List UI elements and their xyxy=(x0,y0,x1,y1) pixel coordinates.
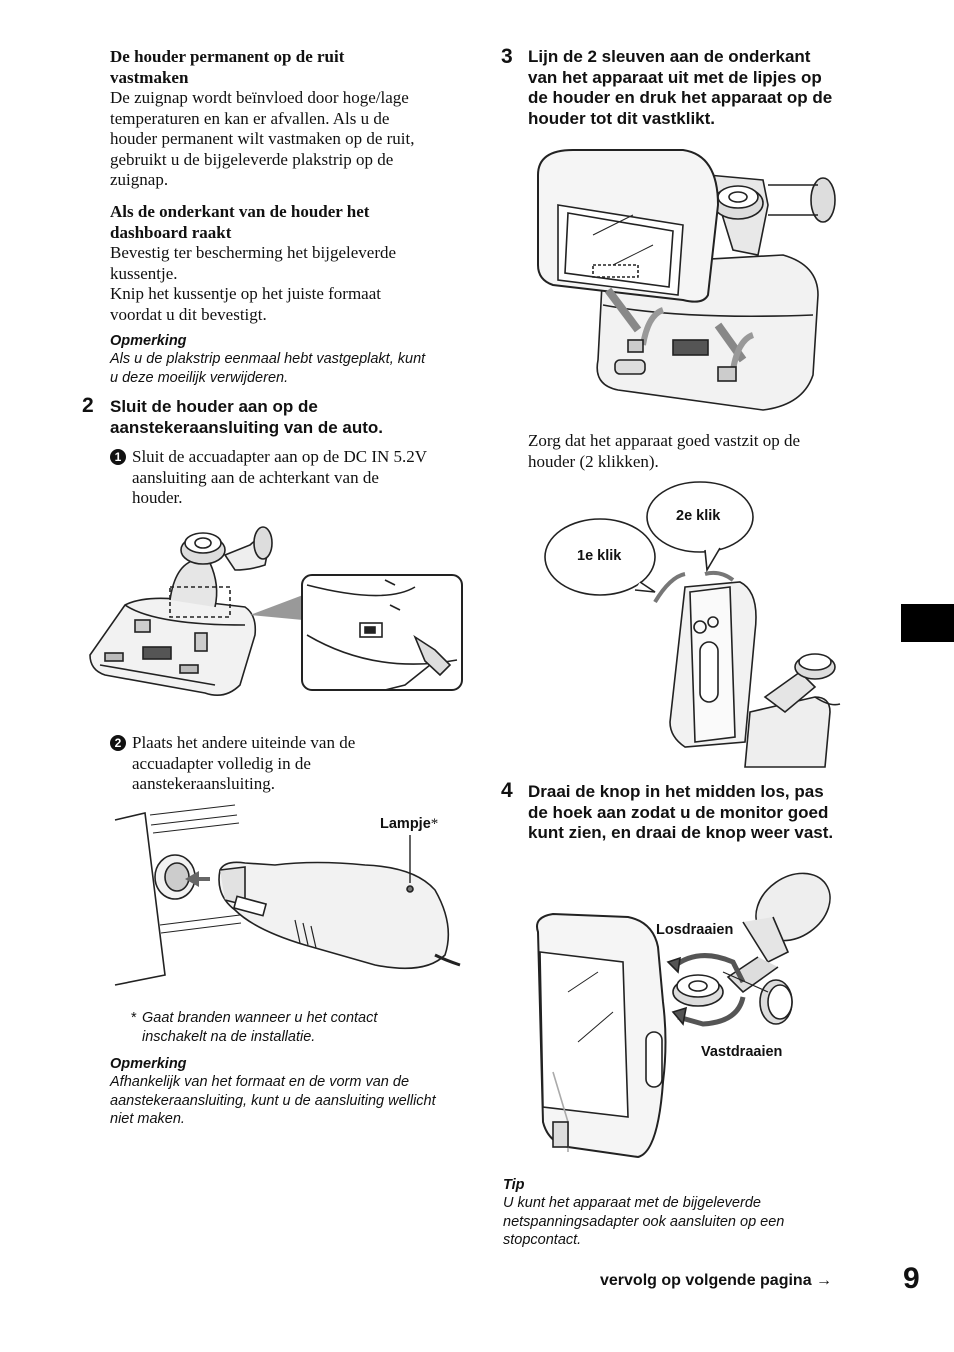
step-title-2: Sluit de houder aan op de aanstekeraansl… xyxy=(110,397,384,437)
substep-2-text: Plaats het andere uiteinde van de accuad… xyxy=(132,733,356,793)
substep-marker-1: 1 xyxy=(110,449,126,465)
step-number-4: 4 xyxy=(501,779,513,802)
lamp-label-text: Lampje xyxy=(380,816,431,832)
note2-heading: Opmerking xyxy=(110,1056,187,1072)
step-number-3: 3 xyxy=(501,45,513,68)
tip-heading: Tip xyxy=(503,1177,525,1193)
loosen-label: Losdraaien xyxy=(656,922,734,938)
note-text: Als u de plakstrip eenmaal hebt vastgepl… xyxy=(110,351,426,386)
continued-text: vervolg op volgende pagina xyxy=(600,1272,812,1289)
substep-2: 2 xyxy=(110,733,129,754)
lamp-label: Lampje* xyxy=(380,814,438,835)
section-title-permanent-mount: De houder permanent op de ruit vastmaken xyxy=(110,47,345,87)
note2-text: Afhankelijk van het formaat en de vorm v… xyxy=(110,1074,436,1127)
tip-text: U kunt het apparaat met de bijgeleverde … xyxy=(503,1195,785,1248)
step-title-4: Draai de knop in het midden los, pas de … xyxy=(528,782,834,842)
holder-dc-in-illustration xyxy=(89,526,463,696)
footnote-marker: * xyxy=(131,1010,137,1026)
device-mounting-illustration xyxy=(537,149,836,411)
section-tab-marker xyxy=(901,604,954,642)
knob-adjust-illustration xyxy=(536,872,831,1159)
tighten-label: Vastdraaien xyxy=(701,1044,783,1060)
page-number: 9 xyxy=(903,1262,920,1295)
substep-1: 1 xyxy=(110,447,480,468)
continued-arrow-icon: → xyxy=(816,1272,833,1289)
lamp-asterisk: * xyxy=(430,816,439,832)
click-illustration xyxy=(544,481,841,768)
section-body-dashboard: Bevestig ter bescherming het bijgeleverd… xyxy=(110,243,397,324)
second-click-label: 2e klik xyxy=(676,508,721,524)
substep-1-text: Sluit de accuadapter aan op de DC IN 5.2… xyxy=(132,447,428,507)
step-number-2: 2 xyxy=(82,394,94,417)
section-body-permanent-mount: De zuignap wordt beïnvloed door hoge/lag… xyxy=(110,88,415,189)
section-title-dashboard: Als de onderkant van de houder het dashb… xyxy=(110,202,370,242)
lighter-socket-illustration xyxy=(114,804,461,986)
step-title-3: Lijn de 2 sleuven aan de onderkant van h… xyxy=(528,47,833,128)
substep-marker-2: 2 xyxy=(110,735,126,751)
first-click-label: 1e klik xyxy=(577,548,622,564)
step3-caption: Zorg dat het apparaat goed vastzit op de… xyxy=(528,431,801,471)
continued-note: vervolg op volgende pagina → xyxy=(600,1272,832,1290)
note-heading: Opmerking xyxy=(110,333,187,349)
footnote-text: Gaat branden wanneer u het contact insch… xyxy=(142,1010,378,1045)
